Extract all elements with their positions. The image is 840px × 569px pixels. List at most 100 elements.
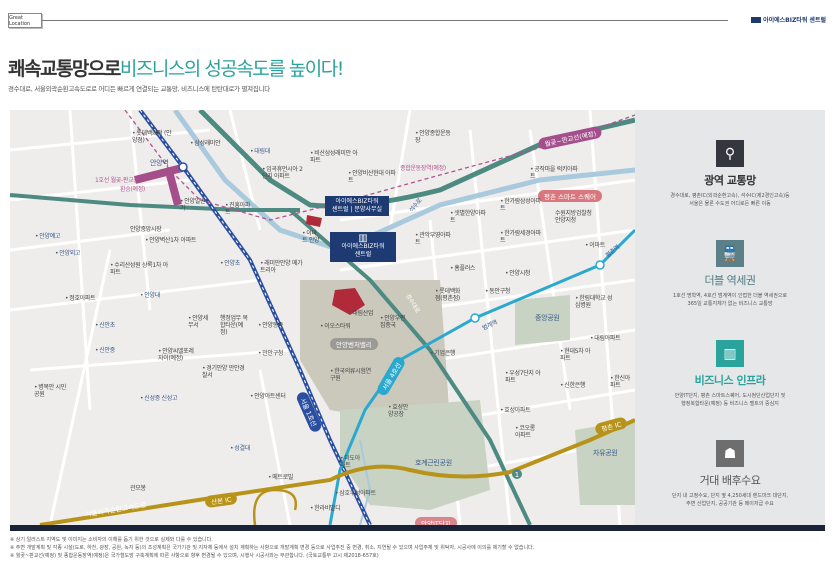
logo-text: 아이에스BIZ타워 센트럴 xyxy=(763,17,826,24)
callout-line: 센트럴 | 분양사무실 xyxy=(332,206,382,213)
map-label: 공작마을 럭키아파트 xyxy=(530,166,580,180)
map-label: 안양동중 xyxy=(258,322,283,329)
map-label: 자유공원 xyxy=(593,449,618,457)
disclaimer-notes: ※ 상기 일러스트 지역도 및 이미지는 소비자의 이해를 돕기 위한 것으로 … xyxy=(10,536,534,560)
route-1-marker-icon xyxy=(512,469,522,479)
map-label: 신한은행 xyxy=(560,382,585,389)
map-label: 코오롱아파트 xyxy=(515,425,540,439)
map-label: 1호선 월곶-판교선 xyxy=(95,177,139,184)
map-label: 샛별한양아파트 xyxy=(450,210,490,224)
callout-line: 아이에스BIZ타워 xyxy=(335,198,379,205)
map-label: 정호아파트 xyxy=(65,295,95,302)
map-label: 안양종합운동장 xyxy=(415,130,455,144)
map-label: 관악부영아파트 xyxy=(415,232,453,246)
map-label: 호계근린공원 xyxy=(415,459,452,467)
feature-title: 거대 배후수요 xyxy=(699,474,761,487)
map-label: 롯데백화점(평촌점) xyxy=(435,288,465,302)
park-jungang xyxy=(515,295,570,345)
park-hogye xyxy=(340,400,490,510)
note: ※ 주변 개발계획 및 각종 시설(도로, 하천, 광장, 공원, 녹지 등)의… xyxy=(10,545,535,551)
map-label: 홈플러스 xyxy=(450,265,475,272)
map-graphics: 1 xyxy=(10,110,635,525)
building-icon: ▥ xyxy=(716,340,744,367)
note: ※ 월곶~판교선(예정) 및 종합운동장역(예정)은 국가철도망 구축계획에 따… xyxy=(10,553,379,559)
map-label: 한신아파트 xyxy=(610,375,635,389)
train-icon: 🚆 xyxy=(716,240,744,267)
map-label: 안양중앙시장 xyxy=(130,226,162,233)
map-label: 종합운동장역(예정) xyxy=(400,165,446,172)
map-label: 이마트 안양 xyxy=(302,230,320,244)
map-label: 안양역 xyxy=(150,159,169,167)
map-label: 신안중 xyxy=(95,347,115,354)
bottom-bar xyxy=(10,525,825,531)
map-label: 경기안양 만안경찰서 xyxy=(202,365,247,379)
wolgot-pangyo-line xyxy=(124,110,635,221)
outer-ring-expressway xyxy=(39,418,635,525)
map-label: 안양아트센터 xyxy=(250,393,286,400)
page-title: 쾌속교통망으로비즈니스의 성공속도를 높이다! xyxy=(8,54,344,81)
map-label: 안양대 xyxy=(140,292,160,299)
map-label: 수리산성원 상록1차 아파트 xyxy=(110,262,170,276)
logo-mark-icon xyxy=(751,16,762,23)
anyang-station-icon xyxy=(178,162,188,172)
brand-logo: 아이에스BIZ타워 센트럴 xyxy=(751,15,826,24)
map-label: 삼호우성아파트 xyxy=(335,490,376,497)
map-label: 안양비산현대 아파트 xyxy=(348,170,396,184)
map-label: 성결대 xyxy=(230,445,250,452)
pill-smart-square: 평촌 스마트 스퀘어 xyxy=(538,190,602,202)
map-label: 롯데백화점 (안양점) xyxy=(132,130,172,144)
map-label: 한라비발디 xyxy=(310,505,340,512)
map-label: 안양예고 xyxy=(35,233,60,240)
map-label: 안양씨엘포레자이(예정) xyxy=(158,348,196,362)
site-marker-sales xyxy=(306,215,322,227)
map-label: 이마트 xyxy=(585,242,605,249)
map-label: 한가람삼성아파트 xyxy=(500,198,545,212)
map-label: 신안초 xyxy=(95,322,115,329)
map-label: 수원지방검찰청 안양지청 xyxy=(555,210,592,224)
interchange-ramp xyxy=(252,488,298,525)
feature-title: 더블 역세권 xyxy=(704,274,756,287)
map-label: 안양일번가 xyxy=(180,198,210,212)
map-label: 메트로빌 xyxy=(268,474,293,481)
map-icon: ⚲ xyxy=(716,140,744,167)
pyeongchon-station-icon xyxy=(595,260,605,270)
crowd-icon: ☗ xyxy=(716,440,744,467)
map-label: 만안구청 xyxy=(258,350,283,357)
map-label: 래미안안양 메가트리아 xyxy=(260,260,305,274)
map-label: 환승(예정) xyxy=(120,186,145,193)
map-label: 우성7단지 아파트 xyxy=(505,370,545,384)
feature-station: 🚆 더블 역세권 1호선 명학역, 4호선 범계역이 인접한 더블 역세권으로 36… xyxy=(635,240,825,308)
map-label: 병목안 시민공원 xyxy=(34,384,69,398)
transfer-segment xyxy=(134,164,183,207)
feature-desc: 단지 내 고정수요, 단지 옆 4,250세대 랜드마크 대단지, 주변 산업단… xyxy=(671,493,789,507)
building-icon: ▥ xyxy=(358,233,368,244)
feature-desc: 경수대로, 평촌IC(외곽순환고속), 석수IC(제2경인고속)등 서울은 물론… xyxy=(670,193,790,207)
map-label: 안양시청 xyxy=(505,270,530,277)
title-teal: 비즈니스의 성공속도를 높이다! xyxy=(119,58,344,80)
map-label: 중앙공원 xyxy=(535,314,560,322)
map-label: 효성안양공장 xyxy=(388,404,413,418)
feature-desc: 안양IT단지, 평촌 스마트스퀘어, 도시첨단산업단지 및 행정복합타운(예정)… xyxy=(674,393,786,407)
map-label: 동안구청 xyxy=(485,288,510,295)
map-label: 안양우편집중국 xyxy=(380,315,410,329)
map-label: 관모봉 xyxy=(130,485,146,492)
map-label: 효성아파트 xyxy=(500,407,530,414)
pill-it-complex: 안양IT단지 xyxy=(415,517,457,525)
section-tag: Great Location xyxy=(8,13,42,28)
map-label: 한림대학교 성심병원 xyxy=(575,295,615,309)
feature-desc: 1호선 명학역, 4호선 범계역이 인접한 더블 역세권으로 365일 교통지체… xyxy=(672,293,788,307)
venture-valley-area xyxy=(300,280,450,420)
map-label: 신성중 신성고 xyxy=(140,395,180,402)
beomgye-station-icon xyxy=(470,313,480,323)
map-label: 행정업무 복합타운(예정) xyxy=(220,315,248,336)
title-dark: 쾌속교통망으로 xyxy=(8,58,121,80)
map-label: 삼성래미안 xyxy=(190,140,220,147)
note: ※ 상기 일러스트 지역도 및 이미지는 소비자의 이해를 돕기 위한 것으로 … xyxy=(10,537,213,543)
